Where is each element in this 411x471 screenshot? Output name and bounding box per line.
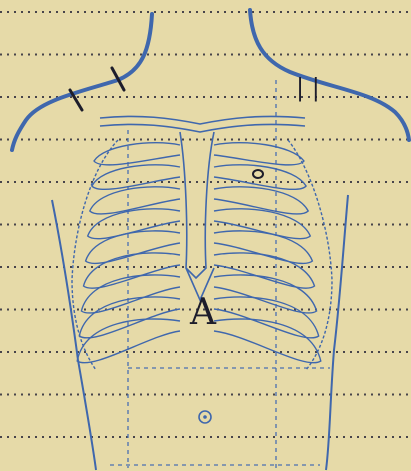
shoulder-right-mark: | | (296, 74, 320, 103)
navel-center (203, 415, 207, 419)
apex-mark: A (189, 292, 217, 333)
